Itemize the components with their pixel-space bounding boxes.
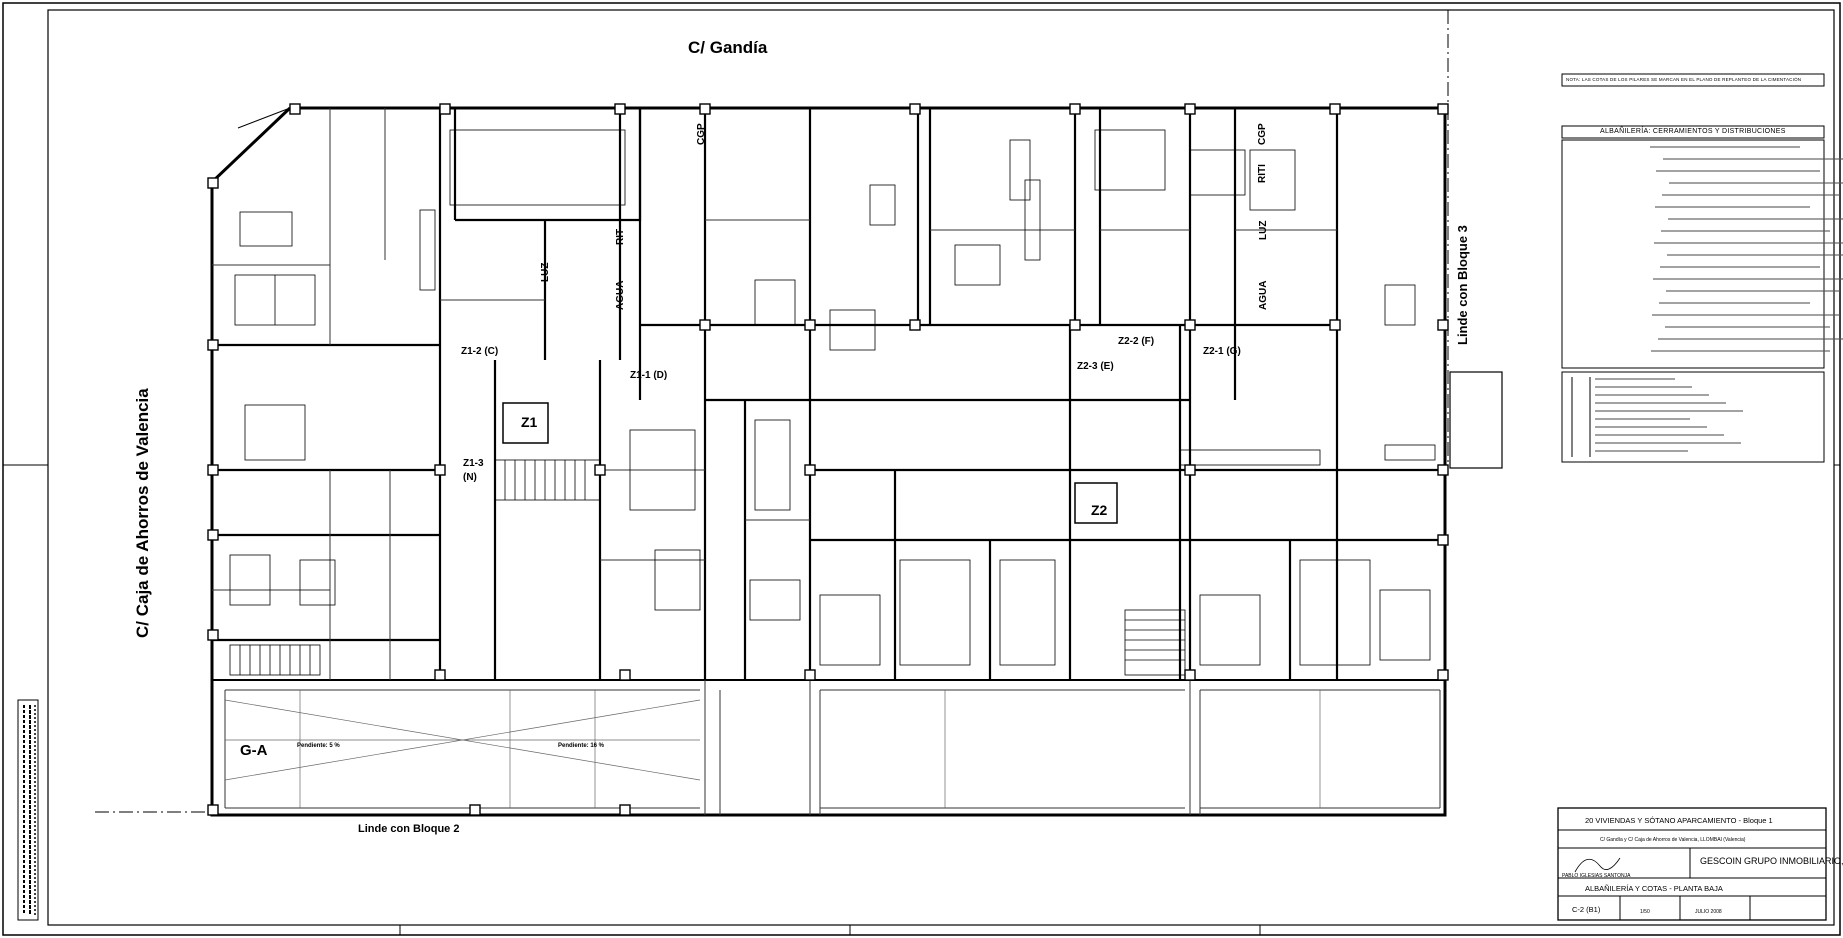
legend-abbrev-line [1595, 450, 1688, 452]
elevator-label-z2: Z2 [1091, 502, 1108, 518]
parking-slope-label-1: Pendiente: 5 % [297, 743, 340, 749]
title-block-frame [1557, 807, 1827, 921]
title-block-number: C-2 (B1) [1572, 905, 1601, 914]
legend-row-line [1667, 254, 1843, 256]
legend-row-line [1652, 314, 1840, 316]
legend-abbrev-line [1595, 426, 1707, 428]
title-block-drawing: ALBAÑILERÍA Y COTAS - PLANTA BAJA [1585, 884, 1723, 893]
legend-abbrev-line [1595, 386, 1692, 388]
margin-stamp [17, 699, 39, 921]
legend-row-line [1654, 242, 1843, 244]
parking-ramp-lines [224, 690, 1321, 808]
legend-abbrev-line [1595, 418, 1690, 420]
wall-details [212, 108, 1441, 815]
legend-row-line [1655, 206, 1810, 208]
utility-label-luz-b: LUZ [1258, 220, 1269, 240]
structural-columns [207, 103, 1449, 816]
utility-label-cgp-a: CGP [696, 123, 707, 145]
legend-note: NOTA: LAS COTAS DE LOS PILARES SE MARCAN… [1566, 77, 1802, 82]
legend-row-line [1651, 350, 1830, 352]
elevator-label-z1: Z1 [521, 414, 538, 430]
zone-label-z1-3: Z1-3 [463, 458, 484, 469]
utility-label-rit-a: RIT [615, 228, 626, 245]
title-block-client: GESCOIN GRUPO INMOBILIARIO, S.L. [1700, 856, 1843, 866]
title-block-date: JULIO 2008 [1695, 909, 1722, 915]
zone-label-z1-1: Z1-1 (D) [630, 370, 668, 381]
utility-label-cgp-b: CGP [1257, 123, 1268, 145]
street-label-top: C/ Gandía [688, 38, 768, 57]
boundary-label-right: Linde con Bloque 3 [1455, 225, 1470, 345]
zone-label-z2-3: Z2-3 (E) [1077, 361, 1114, 372]
legend-row-line [1656, 170, 1820, 172]
building-outline [210, 106, 1447, 817]
legend-abbrev-line [1595, 394, 1709, 396]
street-label-left: C/ Caja de Ahorros de Valencia [133, 388, 152, 638]
legend-abbrev-line [1595, 442, 1741, 444]
zone-label-z2-2: Z2-2 (F) [1118, 336, 1155, 347]
property-boundary-lines [95, 10, 1503, 813]
legend-row-line [1660, 266, 1820, 268]
zone-label-z1-2: Z1-2 (C) [461, 346, 499, 357]
title-block-scale: 1/50 [1640, 909, 1650, 915]
legend-row-line [1653, 278, 1843, 280]
legend-row-line [1666, 290, 1840, 292]
legend-row-line [1650, 146, 1800, 148]
legend-panels [1561, 73, 1825, 463]
legend-row-line [1665, 326, 1830, 328]
legend-abbrev-line [1595, 402, 1726, 404]
elevator-shafts [502, 402, 1118, 524]
zone-label-z2-1: Z2-1 (G) [1203, 346, 1241, 357]
parking-zone-label: G-A [240, 742, 268, 759]
title-block-location: C/ Gandía y C/ Caja de Ahorros de Valenc… [1600, 837, 1746, 843]
legend-row-line [1668, 218, 1843, 220]
utility-label-rit-b: RITI [1257, 164, 1268, 183]
title-block-project: 20 VIVIENDAS Y SÓTANO APARCAMIENTO - Blo… [1585, 816, 1773, 825]
utility-label-agua-a: AGUA [615, 280, 626, 310]
boundary-label-bottom: Linde con Bloque 2 [358, 823, 460, 835]
parking-slope-label-2: Pendiente: 16 % [558, 743, 605, 749]
furniture [229, 129, 1436, 666]
title-block-architect: PABLO IGLESIAS SANTONJA [1562, 873, 1631, 879]
utility-label-luz-a: LUZ [540, 262, 551, 282]
zone-label-z1-3-suffix: (N) [463, 472, 477, 483]
utility-label-agua-b: AGUA [1258, 280, 1269, 310]
legend-abbrev-line [1595, 434, 1724, 436]
legend-title: ALBAÑILERÍA: CERRAMIENTOS Y DISTRIBUCION… [1600, 128, 1786, 135]
staircase [229, 459, 1186, 676]
legend-row-line [1662, 194, 1840, 196]
legend-row-line [1659, 302, 1810, 304]
legend-abbrev-line [1595, 378, 1675, 380]
legend-row-line [1661, 230, 1830, 232]
legend-row-line [1663, 158, 1843, 160]
interior-walls [212, 106, 1445, 680]
legend-abbrev-line [1595, 410, 1743, 412]
legend-row-line [1658, 338, 1843, 340]
legend-row-line [1669, 182, 1843, 184]
